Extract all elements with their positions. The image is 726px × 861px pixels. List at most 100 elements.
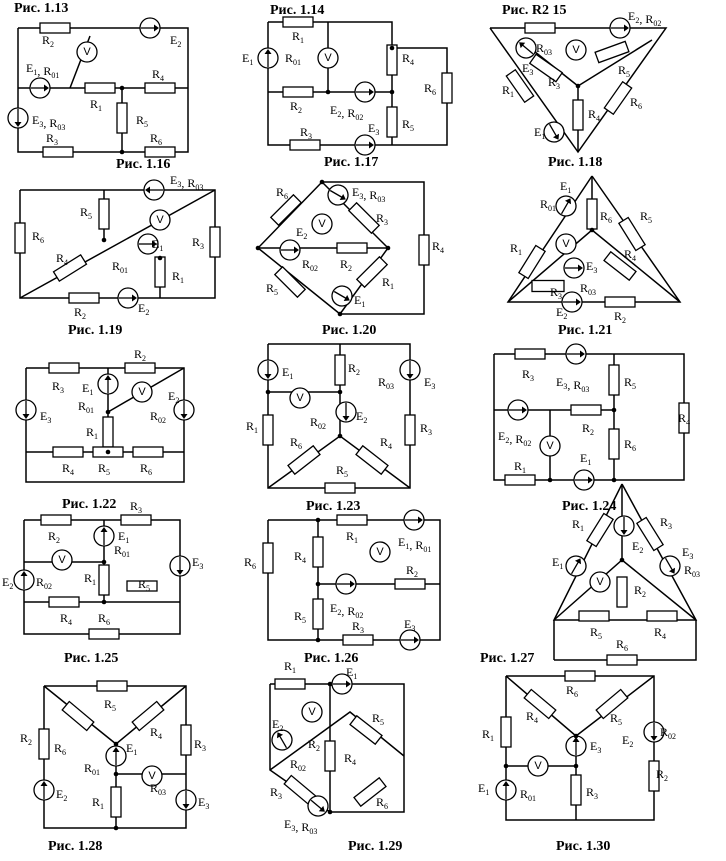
component-label: E2 [2,575,13,591]
component-label: E2 [556,305,567,321]
source-arrow-head [44,84,49,92]
voltmeter-label: V [83,46,91,58]
resistor [110,786,122,818]
source-arrow-head [580,350,585,358]
component-label: E3 [522,61,533,77]
junction-dot [337,311,343,317]
source-arrow-head [576,298,581,306]
source-arrow-head [620,530,628,535]
junction-dot [101,559,107,565]
resistor [505,68,535,104]
component-label: R4 [60,611,72,627]
voltmeter-label: V [546,440,554,452]
emf-source-icon [515,37,537,59]
source-arrow-shaft [520,43,534,55]
figure-caption: Рис. 1.22 [62,497,116,512]
figure-caption: Рис. 1.21 [558,323,612,338]
source-arrow-head [519,42,526,49]
source-arrow-head [668,567,676,574]
emf-source-icon [307,795,329,817]
component-label: R5 [136,113,148,129]
component-label: R2 [348,361,360,377]
component-label: R3 [548,75,560,91]
resistor [635,516,665,552]
resistor [154,256,166,288]
component-label: R1 [284,659,296,675]
emf-source-icon [33,779,55,801]
wire [493,353,685,481]
emf-source-icon [563,257,585,279]
component-label: R5 [266,281,278,297]
component-label: R1 [86,425,98,441]
resistor [312,598,324,630]
resistor [604,296,636,308]
component-label: R4 [344,751,356,767]
component-label: E2, R02 [498,429,531,448]
component-label: R1 [572,517,584,533]
component-label: E3 [682,545,693,561]
voltmeter-icon: V [76,41,98,63]
wire [505,675,655,737]
junction-dot [319,179,325,185]
emf-source-icon [29,77,51,99]
resistor [40,514,72,526]
resistor [84,82,116,94]
component-label: R5 [98,461,110,477]
component-label: R4 [654,625,666,641]
voltmeter-circle [76,41,98,63]
source-arrow-head [574,558,582,565]
component-label: E2 [138,301,149,317]
voltmeter-circle [51,549,73,571]
figure-caption: Рис. 1.19 [68,323,122,338]
figure-caption: Рис. 1.25 [64,651,118,666]
resistor [523,688,557,720]
source-arrow-shaft [278,734,288,749]
resistor [404,414,416,446]
component-label: R3 [660,515,672,531]
component-label: E2 [622,733,633,749]
source-arrow-head [132,294,137,302]
component-label: R1 [92,795,104,811]
component-label: R4 [152,67,164,83]
source-arrow-head [418,516,423,524]
component-label: E1 [82,381,93,397]
resistor [386,106,398,138]
emf-source-icon [354,134,376,156]
component-label: E3 [424,375,435,391]
source-arrow-head [40,781,48,786]
component-label: E3 [404,617,415,633]
junction-dot [589,227,595,233]
junction-dot [105,409,111,415]
source-arrow-head [564,198,572,205]
voltmeter-icon: V [539,435,561,457]
resistor [98,198,110,230]
component-label: R2 [308,737,320,753]
emf-source-icon [335,401,357,423]
source-arrow-head [294,246,299,254]
component-label: R3 [586,785,598,801]
component-label: R1 [482,727,494,743]
component-label: E2, R02 [330,103,363,122]
resistor [287,444,321,476]
source-arrow-shaft [570,560,580,575]
resistor [262,414,274,446]
voltmeter-icon: V [369,541,391,563]
voltmeter-label: V [534,760,542,772]
component-label: E2 [296,225,307,241]
emf-source-icon [7,107,29,129]
voltmeter-icon: V [317,47,339,69]
source-arrow-head [414,636,419,644]
component-label: R5 [590,625,602,641]
component-label: R2 [290,99,302,115]
source-arrow-head [369,141,374,149]
wire [505,675,655,821]
emf-source-icon [15,399,37,421]
emf-source-icon [97,373,119,395]
resistor [324,740,336,772]
voltmeter-icon: V [149,209,171,231]
voltmeter-circle [565,39,587,61]
component-label: R01 [84,761,100,777]
resistor [586,198,598,230]
